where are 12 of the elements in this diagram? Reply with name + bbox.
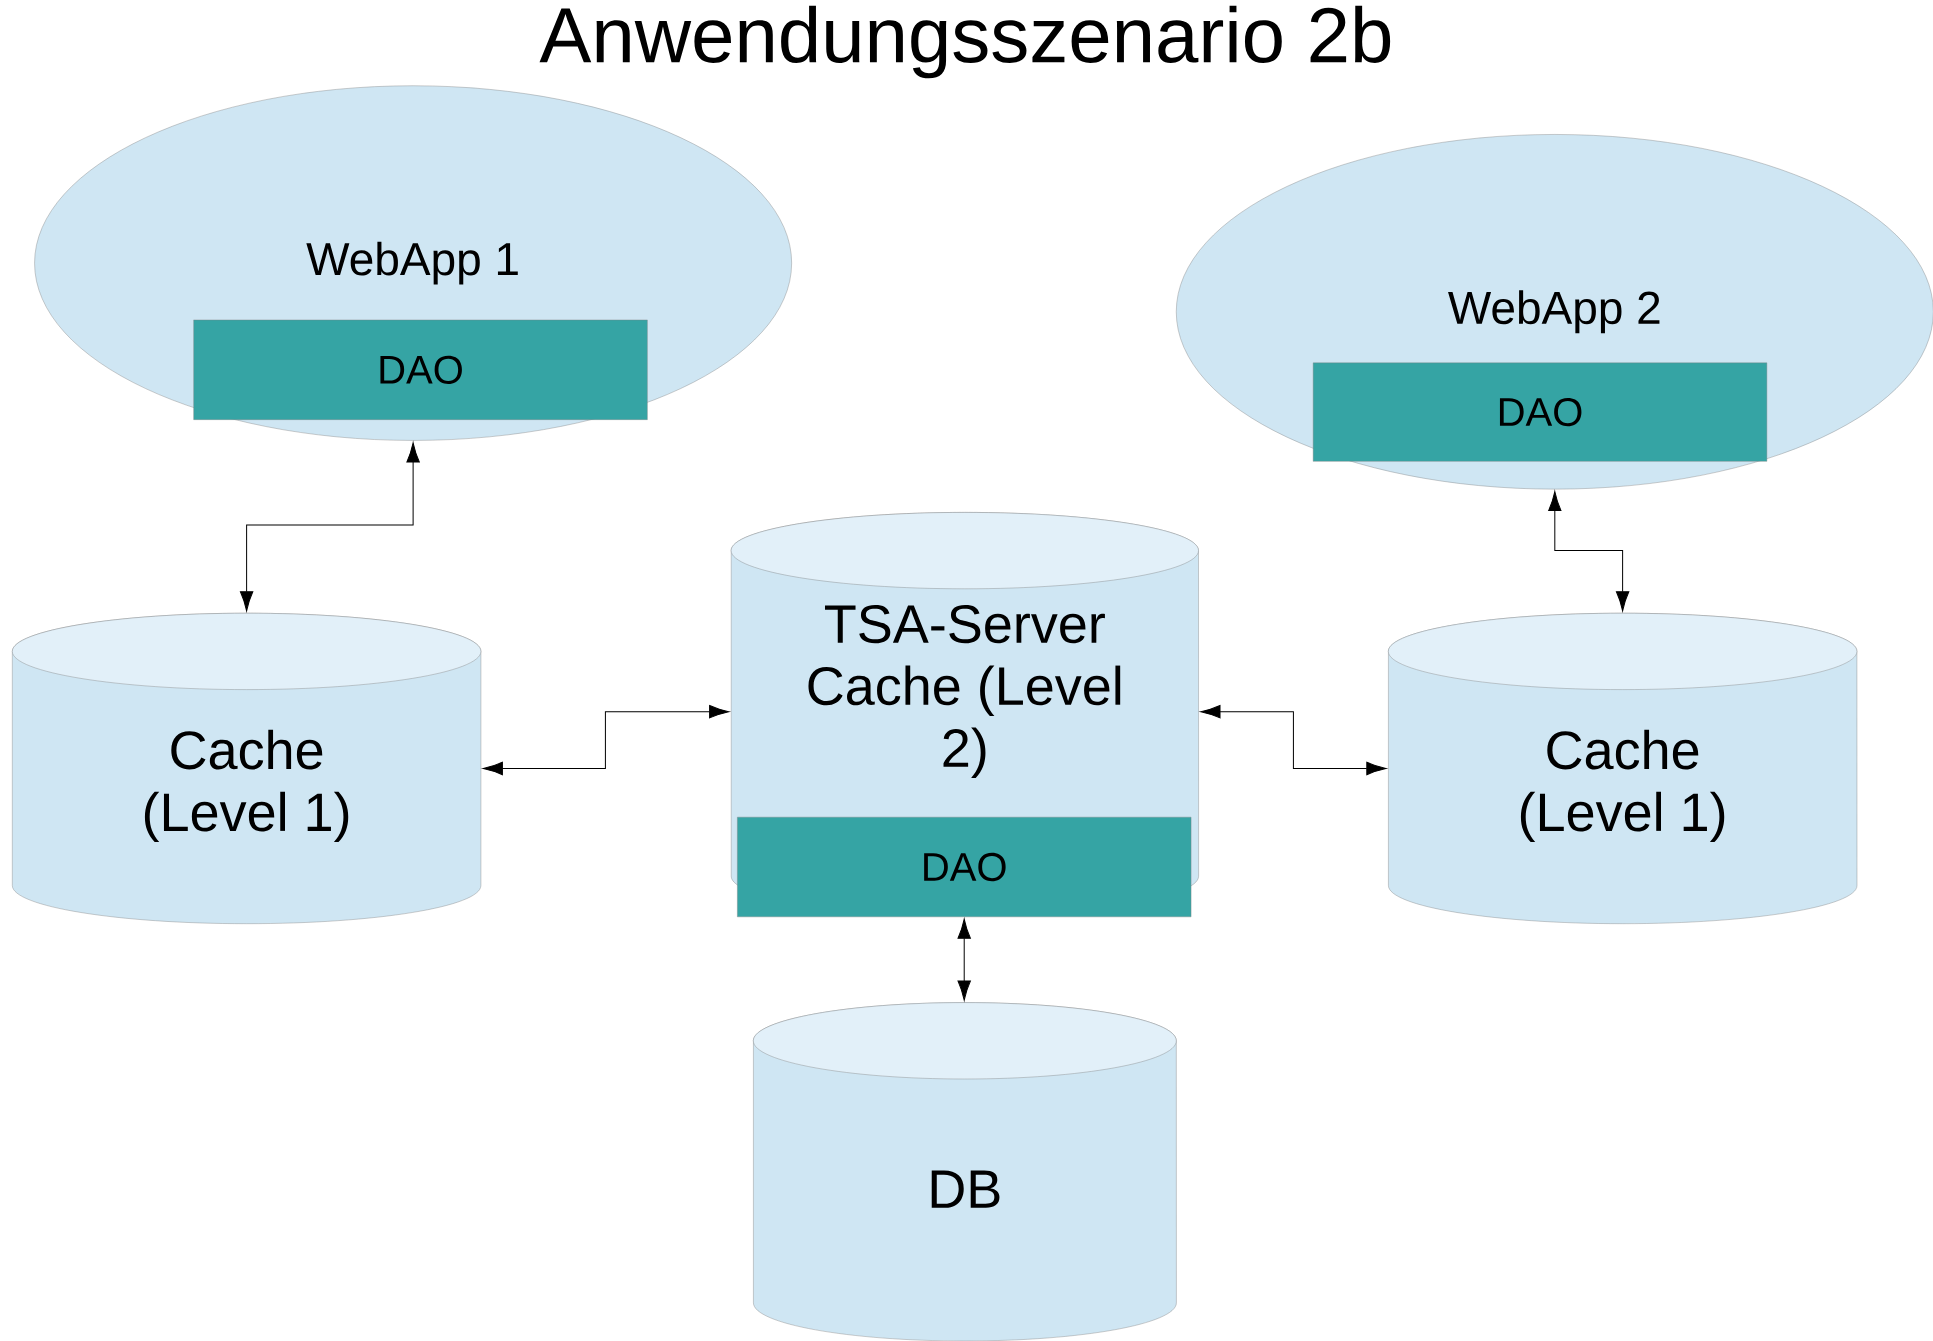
dao-box: DAO: [737, 816, 1192, 918]
arrow: [1548, 491, 1630, 612]
cache-cylinder: Cache (Level 1): [12, 613, 482, 924]
cache-cylinder: DB: [753, 1002, 1177, 1341]
dao-box: DAO: [1312, 362, 1768, 462]
arrow: [1200, 705, 1387, 776]
arrow: [239, 442, 420, 612]
title: Anwendungsszenario 2b: [539, 5, 1391, 79]
arrow: [957, 918, 971, 1001]
dao-box: DAO: [193, 319, 648, 420]
cache-cylinder: Cache (Level 1): [1388, 613, 1858, 924]
arrow: [482, 705, 730, 776]
